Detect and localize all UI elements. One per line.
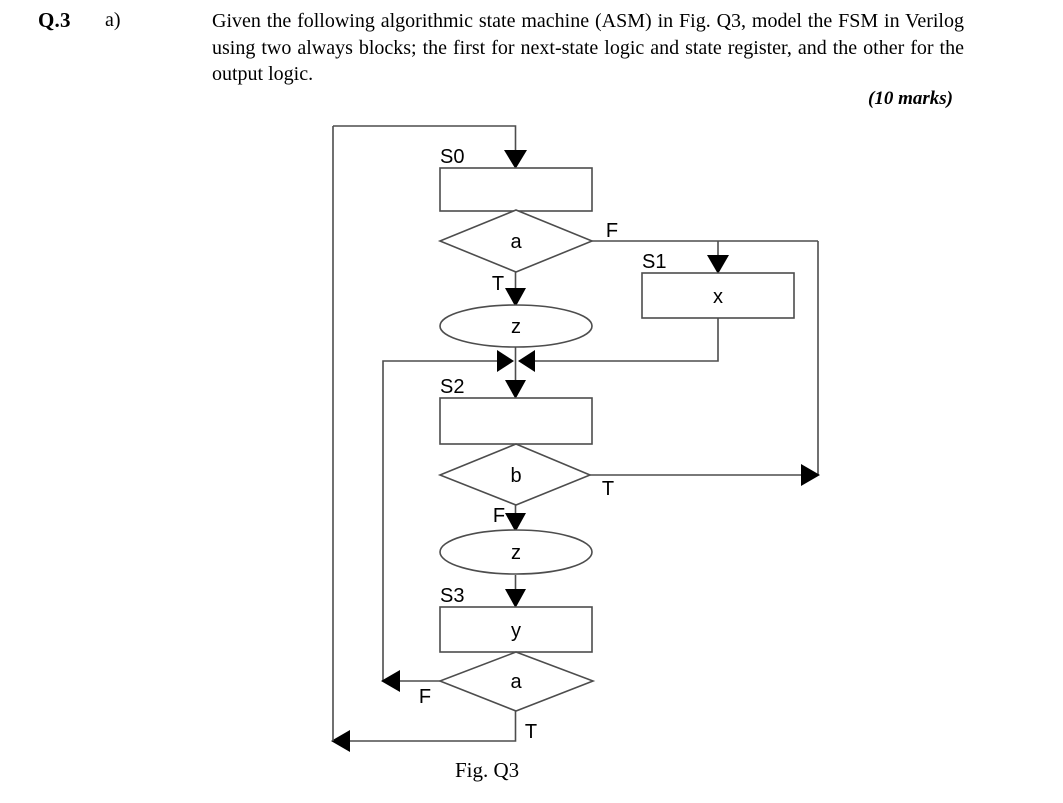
conditional-output-z-bottom — [439, 529, 593, 575]
decision-b-label: b — [510, 465, 521, 487]
decision-b-true-label: T — [602, 478, 614, 500]
decision-a-bottom-false-label: F — [419, 686, 431, 708]
decision-a-bottom — [437, 651, 596, 712]
state-label-s2: S2 — [440, 376, 464, 398]
question-block: Q.3 a) Given the following algorithmic s… — [0, 0, 1063, 130]
arrowhead-into-z-top — [505, 288, 526, 307]
arrowhead-into-s0 — [504, 150, 527, 169]
question-text: Given the following algorithmic state ma… — [212, 10, 964, 85]
marks-allocation: (10 marks) — [868, 88, 953, 109]
arrowhead-into-s1 — [707, 255, 729, 274]
state-box-s3 — [439, 606, 593, 653]
wire-s1-exit-to-merge — [530, 318, 719, 362]
arrowhead-merge-from-left — [497, 350, 514, 372]
decision-b-false-label: F — [493, 505, 505, 527]
question-number: Q.3 — [38, 8, 71, 32]
state-box-s1 — [641, 272, 795, 319]
decision-a-bottom-label: a — [510, 671, 522, 693]
wire-inner-left-rail — [382, 360, 502, 681]
decision-a-top-false-label: F — [606, 220, 618, 242]
figure-caption: Fig. Q3 — [455, 758, 520, 782]
decision-a-top — [437, 209, 595, 273]
decision-a-top-true-label: T — [492, 273, 504, 295]
state-label-s3: S3 — [440, 585, 464, 607]
arrowhead-into-s2 — [505, 380, 526, 399]
state-box-s0 — [439, 167, 593, 212]
question-part-label: a) — [105, 9, 121, 31]
decision-a-bottom-true-label: T — [525, 721, 537, 743]
decision-b — [437, 443, 593, 506]
arrowhead-into-z-bottom — [505, 513, 526, 532]
state-label-s0: S0 — [440, 146, 464, 168]
state-output-s1: x — [713, 286, 723, 308]
arrowhead-merge-from-right — [518, 350, 535, 372]
state-box-s2 — [439, 397, 593, 445]
state-label-s1: S1 — [642, 251, 666, 273]
wire-a2-true-to-outer-rail — [345, 711, 517, 742]
conditional-output-z-bottom-label: z — [511, 542, 521, 564]
conditional-output-z-top-label: z — [511, 316, 521, 338]
decision-a-top-label: a — [510, 231, 522, 253]
state-output-s3: y — [511, 620, 521, 642]
arrowhead-a2-true — [331, 730, 350, 752]
arrowhead-b-true — [801, 464, 820, 486]
wire-feedback-to-s0 — [333, 125, 517, 157]
arrowhead-a2-false — [381, 670, 400, 692]
conditional-output-z-top — [439, 304, 593, 348]
arrowhead-into-s3 — [505, 589, 526, 608]
